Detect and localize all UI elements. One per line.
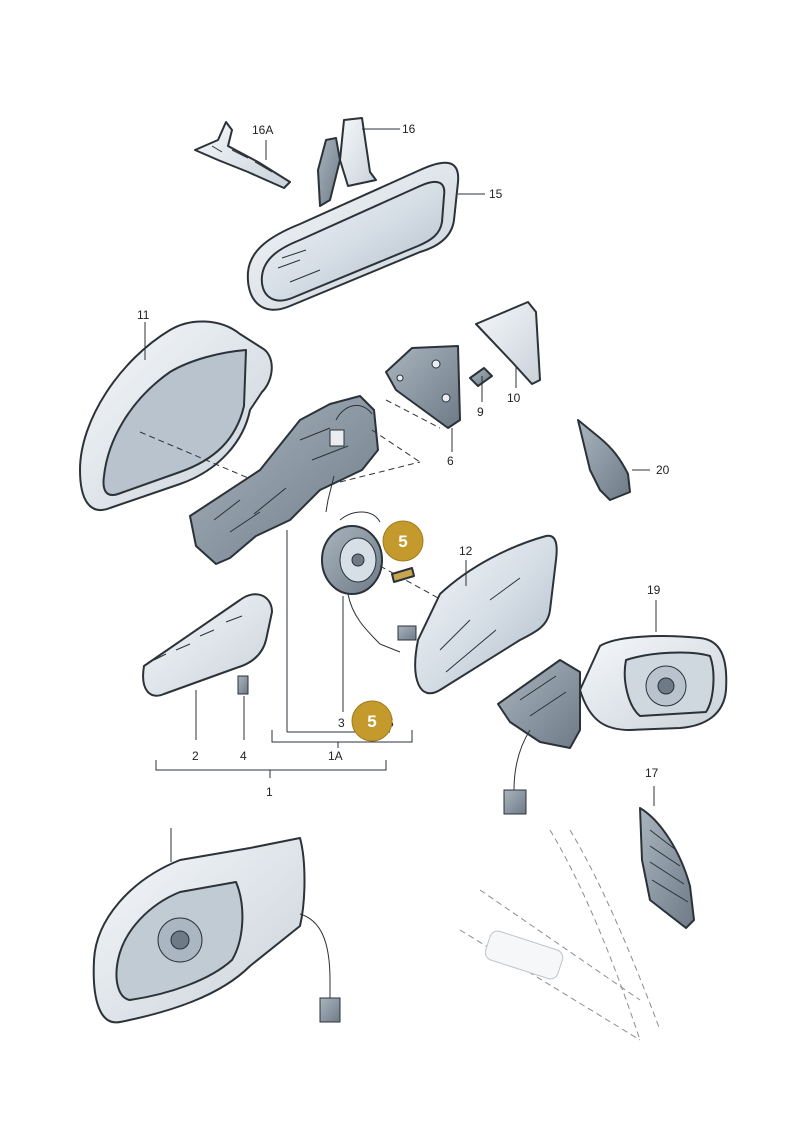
label-16: 16 [402,122,416,136]
label-15: 15 [489,187,503,201]
part-2-lower-cover [142,593,273,740]
part-11-housing-cap [79,320,301,511]
group-bracket-1a [271,730,413,748]
label-17: 17 [645,766,659,780]
label-16a: 16A [252,123,273,137]
part-9-screw [469,367,493,402]
main-frame-carrier [189,395,441,565]
part-4-screw [237,675,249,740]
group-bracket-1 [155,760,387,778]
part-16a-bracket [194,121,291,189]
part-19-complete-mirror [497,600,728,815]
label-10: 10 [507,391,521,405]
part-20-corner-trim [577,419,650,501]
label-20: 20 [656,463,670,477]
part-5-badge-lower[interactable]: 5 [351,700,393,742]
label-19: 19 [647,583,661,597]
part-15-interior-mirror [246,161,485,311]
badge-lower-text: 5 [367,712,376,731]
vehicle-door-outline [459,829,661,1041]
label-1a: 1A [328,749,343,763]
badge-upper-text: 5 [398,532,407,551]
label-11: 11 [137,308,150,322]
part-3-actuator-motor [321,511,461,712]
label-12: 12 [459,544,473,558]
part-16-cover [317,117,400,207]
label-6: 6 [447,454,454,468]
label-1: 1 [266,785,273,799]
complete-mirror-assembly-left [92,828,341,1024]
label-9: 9 [477,405,484,419]
label-2: 2 [192,749,199,763]
part-5-screw [391,567,415,583]
label-3: 3 [338,716,345,730]
label-4: 4 [240,749,247,763]
part-10-triangle-cover [475,301,541,388]
part-5-badge-upper[interactable]: 5 [382,520,424,562]
part-6-mounting-plate [385,345,461,452]
part-12-mirror-glass [414,534,558,695]
part-17-trim-panel [639,786,695,929]
